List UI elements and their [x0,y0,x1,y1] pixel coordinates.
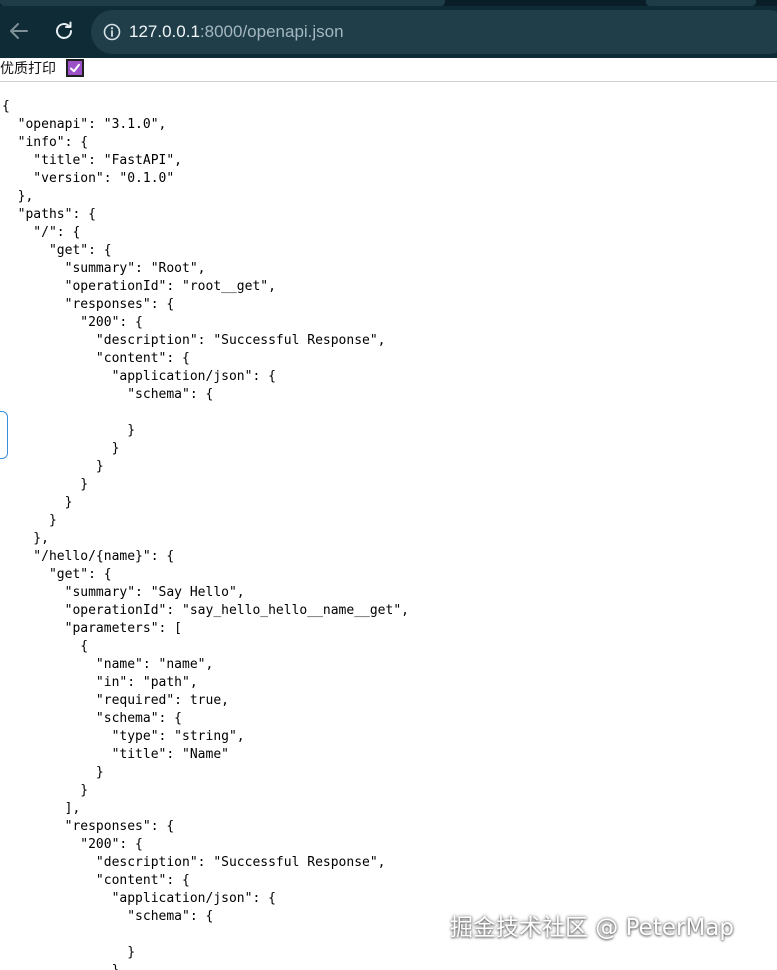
json-line: } [2,423,136,438]
json-line: "description": "Successful Response", [2,333,386,348]
json-line: "type": "string", [2,729,245,744]
json-line: } [2,477,89,492]
json-line: } [2,495,73,510]
json-line [2,404,772,422]
json-line: "operationId": "say_hello_hello__name__g… [2,603,409,618]
side-panel-handle[interactable] [0,411,8,459]
reload-icon [56,21,72,39]
quality-print-checkbox[interactable] [66,59,84,77]
watermark: 掘金技术社区 @ PeterMap [450,915,734,941]
json-line: } [2,441,120,456]
url-text[interactable]: 127.0.0.1:8000/openapi.json [129,21,344,43]
json-line: "summary": "Root", [2,261,206,276]
json-line: { [2,639,89,654]
json-line: "openapi": "3.1.0", [2,117,167,132]
json-line: "schema": { [2,387,214,402]
json-content: { "openapi": "3.1.0", "info": { "title":… [2,98,772,970]
json-line: { [2,99,10,114]
json-line: "200": { [2,315,143,330]
json-line: } [2,765,104,780]
checkmark-icon [70,63,80,73]
site-info-icon[interactable] [102,22,122,42]
json-line: "required": true, [2,693,229,708]
json-line: }, [2,189,34,204]
json-line: "/hello/{name}": { [2,549,175,564]
json-line: } [2,945,136,960]
json-line: } [2,459,104,474]
json-line: "parameters": [ [2,621,183,636]
json-line: "content": { [2,873,190,888]
json-line: } [2,513,57,528]
json-line: "title": "FastAPI", [2,153,183,168]
print-toolbar: 优质打印 [0,58,777,82]
json-line: "get": { [2,567,112,582]
json-line: "title": "Name" [2,747,229,762]
json-line: "summary": "Say Hello", [2,585,245,600]
json-line: ], [2,801,81,816]
json-line: "application/json": { [2,891,276,906]
json-line: "application/json": { [2,369,276,384]
json-line: "version": "0.1.0" [2,171,175,186]
json-line: } [2,783,89,798]
json-line: "get": { [2,243,112,258]
json-line: "/": { [2,225,81,240]
json-line: } [2,962,772,970]
url-host: 127.0.0.1 [129,22,200,41]
json-line: "schema": { [2,711,183,726]
browser-toolbar: 127.0.0.1:8000/openapi.json [0,0,777,58]
address-bar[interactable]: 127.0.0.1:8000/openapi.json [91,10,777,54]
browser-tab[interactable] [0,0,445,6]
json-line: "operationId": "root__get", [2,279,276,294]
back-button[interactable] [2,14,36,48]
json-line: "name": "name", [2,657,214,672]
json-line: "content": { [2,351,190,366]
url-path: :8000/openapi.json [199,22,344,41]
json-line: "schema": { [2,909,214,924]
reload-button[interactable] [47,14,81,48]
json-line: "paths": { [2,207,96,222]
quality-print-label: 优质打印 [0,61,56,77]
browser-tab[interactable] [646,0,756,6]
json-line: "responses": { [2,297,175,312]
back-arrow-icon [10,23,28,39]
json-line: "200": { [2,837,143,852]
json-line: "in": "path", [2,675,198,690]
json-line: "info": { [2,135,89,150]
json-line: "description": "Successful Response", [2,855,386,870]
json-line: "responses": { [2,819,175,834]
json-line: }, [2,531,49,546]
